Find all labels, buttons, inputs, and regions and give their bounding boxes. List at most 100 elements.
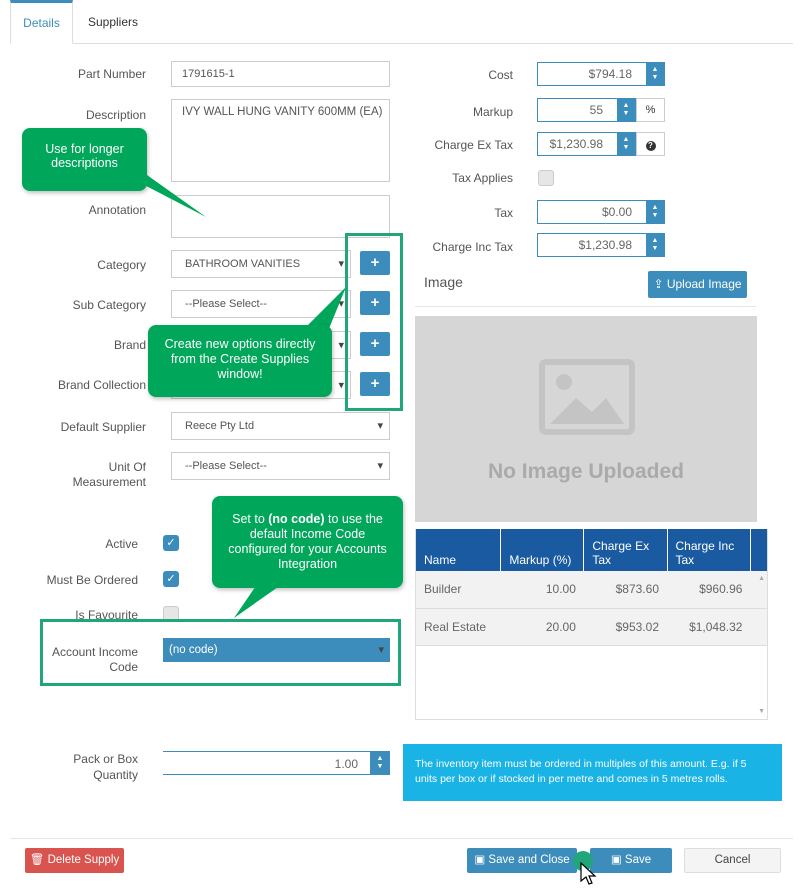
- add-brand-button[interactable]: +: [360, 332, 390, 356]
- col-name[interactable]: Name: [416, 529, 502, 571]
- upload-image-button[interactable]: ⇪ Upload Image: [648, 271, 747, 298]
- tab-details[interactable]: Details: [10, 0, 73, 44]
- tax-value: $0.00: [601, 205, 632, 219]
- charge-ex-input[interactable]: $1,230.98▲▼: [537, 132, 636, 156]
- cancel-button[interactable]: Cancel: [684, 848, 781, 873]
- table-row[interactable]: Builder 10.00 $873.60 $960.96: [416, 571, 767, 609]
- account-income-value: (no code): [169, 644, 218, 656]
- markup-stepper[interactable]: ▲▼: [617, 99, 635, 121]
- floppy-icon: ▣: [610, 854, 625, 866]
- tab-suppliers[interactable]: Suppliers: [87, 15, 139, 29]
- charge-ex-stepper[interactable]: ▲▼: [617, 133, 635, 155]
- pack-quantity-stepper[interactable]: ▲▼: [370, 752, 390, 774]
- is-favourite-label: Is Favourite: [75, 608, 138, 622]
- question-icon: ?: [645, 141, 656, 151]
- row-markup: 20.00: [500, 608, 584, 646]
- cost-value: $794.18: [588, 67, 632, 81]
- row-charge-ex: $953.02: [583, 608, 667, 646]
- charge-ex-label: Charge Ex Tax: [434, 138, 514, 152]
- save-and-close-button[interactable]: ▣ Save and Close: [467, 848, 577, 873]
- save-label: Save: [624, 854, 652, 866]
- col-charge-inc[interactable]: Charge Inc Tax: [667, 529, 751, 571]
- tax-stepper[interactable]: ▲▼: [646, 201, 664, 223]
- default-supplier-select[interactable]: Reece Pty Ltd: [171, 412, 390, 440]
- cost-label: Cost: [488, 68, 513, 82]
- uom-value: --Please Select--: [185, 460, 267, 472]
- row-charge-inc: $960.96: [667, 571, 751, 609]
- cost-input[interactable]: $794.18 ▲▼: [537, 62, 665, 86]
- delete-supply-button[interactable]: 🗑 Delete Supply: [25, 848, 124, 873]
- active-label: Active: [105, 537, 138, 551]
- part-number-input[interactable]: 1791615-1: [171, 61, 390, 87]
- row-charge-inc: $1,048.32: [667, 608, 751, 646]
- category-select[interactable]: BATHROOM VANITIES: [171, 250, 351, 278]
- account-income-label-line2: Code: [109, 660, 138, 674]
- tip-create-options: Create new options directly from the Cre…: [148, 325, 332, 397]
- image-heading: Image: [424, 274, 463, 290]
- charge-inc-label: Charge Inc Tax: [432, 240, 514, 254]
- add-buttons-highlight: [345, 233, 403, 411]
- table-row[interactable]: Real Estate 20.00 $953.02 $1,048.32: [416, 608, 767, 646]
- tip-create-options-arrow: [302, 287, 346, 331]
- delete-supply-label: Delete Supply: [47, 854, 120, 866]
- tip-longer-descriptions: Use for longer descriptions: [22, 128, 147, 191]
- account-income-select[interactable]: (no code): [163, 638, 390, 662]
- upload-icon: ⇪: [653, 277, 667, 291]
- markup-label: Markup: [472, 105, 513, 119]
- cost-stepper[interactable]: ▲▼: [646, 63, 664, 85]
- brand-label: Brand: [113, 338, 146, 352]
- must-be-ordered-checkbox[interactable]: ✓: [163, 571, 179, 587]
- no-image-text: No Image Uploaded: [487, 460, 685, 483]
- tip-no-code-suffix: to use the default Income Code configure…: [228, 512, 387, 571]
- default-supplier-label: Default Supplier: [60, 420, 146, 434]
- description-textarea[interactable]: IVY WALL HUNG VANITY 600MM (EA): [171, 99, 390, 182]
- default-supplier-value: Reece Pty Ltd: [185, 420, 255, 432]
- image-placeholder-icon: [539, 359, 635, 435]
- charge-inc-input[interactable]: $1,230.98 ▲▼: [537, 233, 665, 257]
- tip-longer-descriptions-arrow: [125, 175, 206, 217]
- active-checkbox[interactable]: ✓: [163, 535, 179, 551]
- brand-collection-label: Brand Collection: [57, 378, 146, 392]
- scroll-down-icon[interactable]: ▼: [758, 708, 765, 715]
- tax-input[interactable]: $0.00 ▲▼: [537, 200, 665, 224]
- scroll-up-icon[interactable]: ▲: [758, 575, 765, 582]
- tip-no-code-arrow: [234, 580, 288, 618]
- tip-no-code: Set to (no code) to use the default Inco…: [212, 496, 403, 588]
- charge-inc-stepper[interactable]: ▲▼: [646, 234, 664, 256]
- markup-percent-addon: %: [636, 98, 665, 122]
- charge-ex-help[interactable]: ?: [636, 132, 665, 156]
- trash-icon: 🗑: [29, 854, 48, 866]
- markup-input[interactable]: 55 ▲▼: [537, 98, 636, 122]
- pack-info-callout: The inventory item must be ordered in mu…: [403, 744, 782, 801]
- uom-label-line2: Measurement: [72, 475, 146, 489]
- add-category-button[interactable]: +: [360, 251, 390, 275]
- pack-quantity-input[interactable]: 1.00 ▲▼: [163, 751, 390, 775]
- col-markup[interactable]: Markup (%): [500, 529, 585, 571]
- tab-bar: Details Suppliers: [10, 0, 793, 44]
- annotation-textarea[interactable]: [171, 195, 390, 238]
- tip-no-code-prefix: Set to: [232, 512, 269, 526]
- add-subcategory-button[interactable]: +: [360, 291, 390, 315]
- image-placeholder: No Image Uploaded: [415, 316, 757, 522]
- category-value: BATHROOM VANITIES: [185, 258, 301, 270]
- upload-image-label: Upload Image: [666, 277, 742, 291]
- category-label: Category: [97, 258, 146, 272]
- charge-inc-value: $1,230.98: [578, 238, 632, 252]
- tax-applies-checkbox[interactable]: [538, 170, 554, 186]
- save-button[interactable]: ▣ Save: [590, 848, 672, 873]
- col-charge-ex[interactable]: Charge Ex Tax: [583, 529, 668, 571]
- save-and-close-label: Save and Close: [488, 854, 570, 866]
- add-brand-collection-button[interactable]: +: [360, 372, 390, 396]
- cursor-icon: [580, 862, 597, 885]
- pack-label-line1: Pack or Box: [73, 752, 138, 766]
- uom-label-line1: Unit Of: [108, 460, 146, 474]
- tip-no-code-bold: (no code): [268, 512, 325, 526]
- pack-quantity-value: 1.00: [334, 757, 358, 771]
- row-name: Real Estate: [416, 608, 501, 646]
- floppy-icon: ▣: [474, 854, 489, 866]
- uom-select[interactable]: --Please Select--: [171, 452, 390, 480]
- price-table-wrapper: Name Markup (%) Charge Ex Tax Charge Inc…: [415, 529, 768, 720]
- row-name: Builder: [416, 571, 501, 609]
- markup-value: 55: [589, 103, 603, 117]
- description-label: Description: [85, 108, 146, 122]
